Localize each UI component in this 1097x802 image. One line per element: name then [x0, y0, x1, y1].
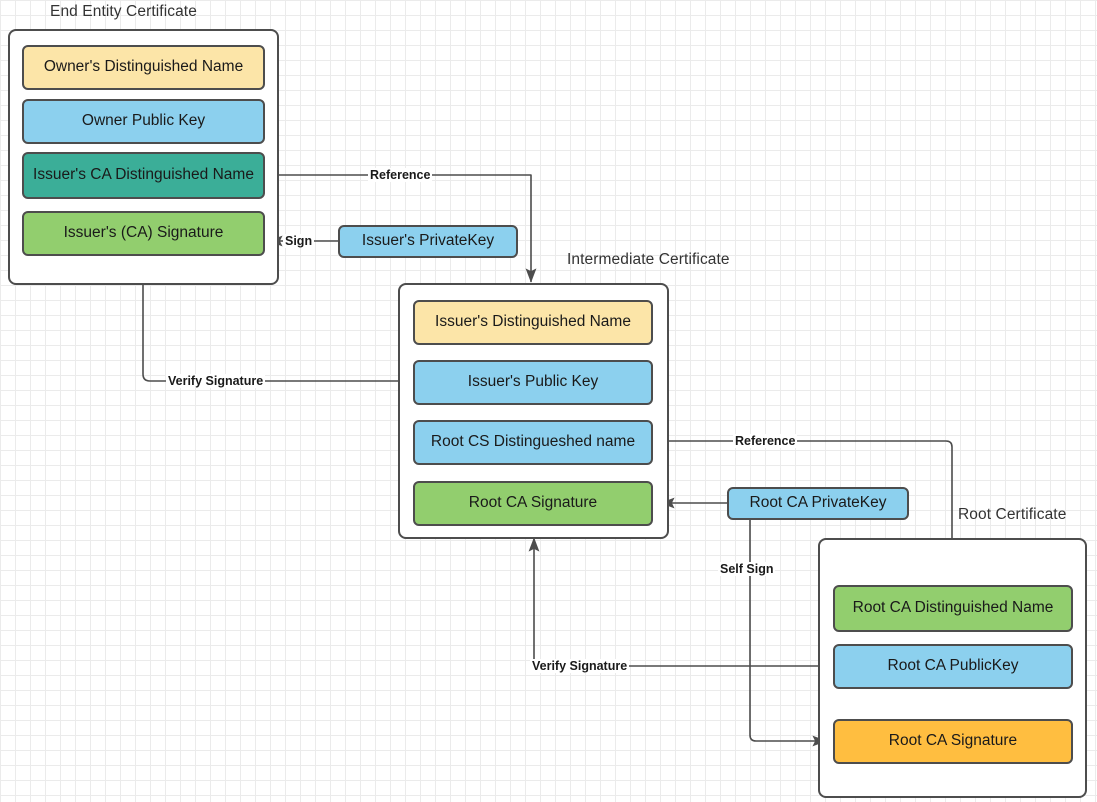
node-issuer-public-key[interactable]: Issuer's Public Key: [413, 360, 653, 405]
node-owner-public-key[interactable]: Owner Public Key: [22, 99, 265, 144]
edge-label-reference-top: Reference: [368, 168, 433, 182]
edge-label-reference-mid: Reference: [733, 434, 798, 448]
node-root-ca-publickey[interactable]: Root CA PublicKey: [833, 644, 1073, 689]
edge-verify-bottom: [528, 537, 833, 667]
node-issuer-distinguished-name[interactable]: Issuer's Distinguished Name: [413, 300, 653, 345]
node-owner-distinguished-name[interactable]: Owner's Distinguished Name: [22, 45, 265, 90]
caption-root-certificate: Root Certificate: [958, 506, 1067, 523]
node-issuer-ca-signature[interactable]: Issuer's (CA) Signature: [22, 211, 265, 256]
node-issuer-ca-distinguished-name[interactable]: Issuer's CA Distinguished Name: [22, 152, 265, 199]
node-issuer-privatekey[interactable]: Issuer's PrivateKey: [338, 225, 518, 258]
edge-label-sign-top: Sign: [283, 234, 315, 248]
caption-end-entity-certificate: End Entity Certificate: [50, 3, 197, 20]
node-root-ca-signature-root[interactable]: Root CA Signature: [833, 719, 1073, 764]
edge-label-verify-bottom: Verify Signature: [530, 659, 630, 673]
node-root-cs-distingueshed-name[interactable]: Root CS Distingueshed name: [413, 420, 653, 465]
node-root-ca-distinguished-name[interactable]: Root CA Distinguished Name: [833, 585, 1073, 632]
node-root-ca-privatekey[interactable]: Root CA PrivateKey: [727, 487, 909, 520]
edge-verify-top: [137, 264, 413, 382]
edge-label-self-sign: Self Sign: [718, 562, 776, 576]
edge-label-verify-top: Verify Signature: [166, 374, 266, 388]
edge-reference-mid: [654, 440, 958, 581]
edge-self-sign: [749, 520, 827, 747]
node-root-ca-signature-intermediate[interactable]: Root CA Signature: [413, 481, 653, 526]
caption-intermediate-certificate: Intermediate Certificate: [567, 251, 730, 268]
